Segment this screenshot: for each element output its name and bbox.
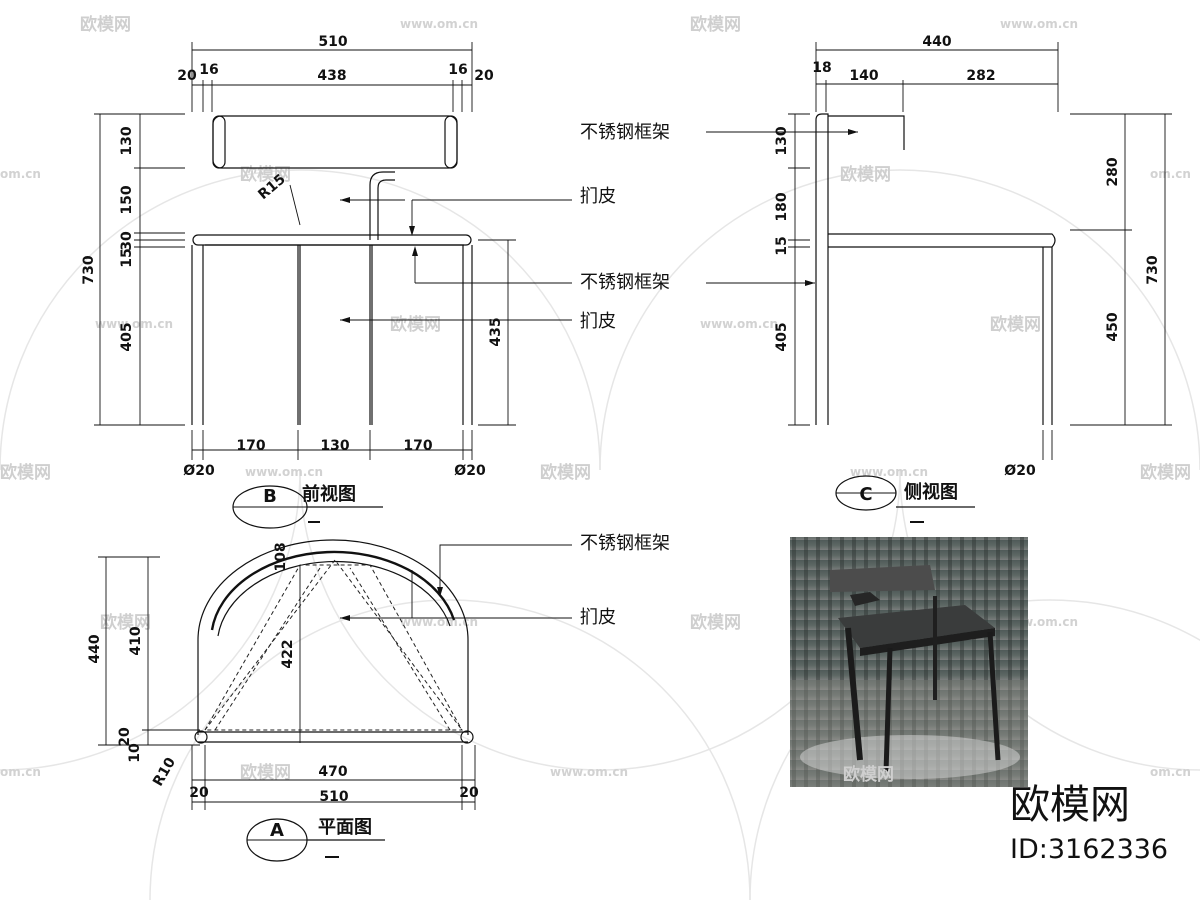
dim-inner-width: 438 — [317, 68, 346, 84]
label-frame-plan: 不锈钢框架 — [580, 533, 670, 554]
dim-total-width: 510 — [318, 34, 347, 50]
dim-side-h15: 15 — [774, 236, 790, 255]
dim-20-right: 20 — [474, 68, 494, 84]
brand-name: 欧模网 — [1010, 782, 1130, 828]
photo-watermark: 欧模网 — [843, 764, 894, 785]
front-view: 510 20 16 438 16 20 130 150 15 30 405 73… — [81, 34, 572, 529]
dim-plan-510: 510 — [319, 789, 348, 805]
dim-side-r730: 730 — [1145, 255, 1161, 284]
dim-h150: 150 — [119, 185, 135, 214]
dim-h435: 435 — [488, 317, 504, 346]
side-view-title: 侧视图 — [904, 481, 958, 503]
dim-bottom-170-right: 170 — [403, 438, 432, 454]
label-frame-top: 不锈钢框架 — [580, 122, 670, 143]
dim-side-dia: Ø20 — [1004, 463, 1036, 479]
watermark-url: www.om.cn — [850, 465, 928, 479]
chair-photo — [790, 537, 1028, 787]
watermark-text: 欧模网 — [540, 462, 591, 483]
watermark-text: 欧模网 — [1140, 462, 1191, 483]
watermark-url: om.cn — [0, 167, 41, 181]
dim-d18: 18 — [812, 60, 831, 76]
watermark-url: om.cn — [1150, 765, 1191, 779]
dim-plan-470: 470 — [318, 764, 347, 780]
watermark-text: 欧模网 — [80, 14, 131, 35]
dim-16-right: 16 — [448, 62, 467, 78]
watermark-url: om.cn — [0, 765, 41, 779]
dim-plan-410: 410 — [128, 626, 144, 655]
dim-h15: 15 — [119, 248, 135, 267]
dim-dia-left: Ø20 — [183, 463, 215, 479]
label-leather-plan: 扪皮 — [580, 607, 616, 628]
watermark-text: 欧模网 — [690, 612, 741, 633]
label-leather-top: 扪皮 — [580, 186, 616, 207]
watermark-text: 欧模网 — [240, 762, 291, 783]
dim-d140: 140 — [849, 68, 878, 84]
dim-h30: 30 — [119, 231, 135, 251]
dim-16-left: 16 — [199, 62, 218, 78]
dim-h405: 405 — [119, 322, 135, 351]
dim-side-r450: 450 — [1105, 312, 1121, 341]
watermark-text: 欧模网 — [0, 462, 51, 483]
watermark-url: www.om.cn — [550, 765, 628, 779]
watermark-text: 欧模网 — [240, 164, 291, 185]
watermark-url: www.om.cn — [700, 317, 778, 331]
dim-total-depth: 440 — [922, 34, 951, 50]
dim-plan-20-left: 20 — [189, 785, 209, 801]
watermark-text: 欧模网 — [390, 314, 441, 335]
watermark-url: www.om.cn — [1000, 17, 1078, 31]
watermark-url: www.om.cn — [400, 615, 478, 629]
dim-dia-right: Ø20 — [454, 463, 486, 479]
dim-plan-422: 422 — [280, 639, 296, 668]
side-view: 440 18 140 282 130 180 15 405 280 450 73… — [774, 34, 1172, 523]
backrest — [212, 115, 458, 169]
watermarks: 欧模网 www.om.cn 欧模网 www.om.cn om.cn 欧模网 欧模… — [0, 14, 1191, 783]
dim-20-left: 20 — [177, 68, 197, 84]
dim-side-h130: 130 — [774, 126, 790, 155]
front-view-letter: B — [263, 486, 277, 507]
dim-side-r280: 280 — [1105, 157, 1121, 186]
watermark-text: 欧模网 — [100, 612, 151, 633]
dim-h730: 730 — [81, 255, 97, 284]
front-view-title: 前视图 — [302, 483, 356, 505]
dim-h130: 130 — [119, 126, 135, 155]
plan-view-title: 平面图 — [318, 817, 372, 838]
dim-plan-20-right: 20 — [459, 785, 479, 801]
watermark-url: om.cn — [1150, 167, 1191, 181]
dim-d282: 282 — [966, 68, 995, 84]
label-frame-mid: 不锈钢框架 — [580, 272, 670, 293]
annotation-labels: 不锈钢框架 扪皮 不锈钢框架 扪皮 不锈钢框架 扪皮 — [580, 122, 858, 628]
watermark-text: 欧模网 — [690, 14, 741, 35]
dim-plan-10: 10 — [127, 743, 143, 763]
side-view-letter: C — [859, 484, 872, 505]
dim-plan-20: 20 — [117, 727, 133, 747]
dim-plan-108: 108 — [273, 542, 289, 571]
watermark-text: 欧模网 — [840, 164, 891, 185]
dim-bottom-170-left: 170 — [236, 438, 265, 454]
dim-plan-radius: R10 — [150, 755, 179, 789]
brand-id: ID:3162336 — [1010, 834, 1168, 865]
watermark-text: 欧模网 — [990, 314, 1041, 335]
watermark-url: www.om.cn — [400, 17, 478, 31]
dim-bottom-130: 130 — [320, 438, 349, 454]
plan-view-letter: A — [270, 820, 284, 841]
watermark-url: www.om.cn — [95, 317, 173, 331]
watermark-url: www.om.cn — [245, 465, 323, 479]
seat — [192, 234, 472, 246]
label-leather-mid: 扪皮 — [580, 311, 616, 332]
dim-plan-440: 440 — [87, 634, 103, 663]
dim-side-h180: 180 — [774, 192, 790, 221]
dim-side-h405: 405 — [774, 322, 790, 351]
plan-view: 440 410 20 10 R10 422 108 470 20 510 20 — [87, 539, 572, 862]
